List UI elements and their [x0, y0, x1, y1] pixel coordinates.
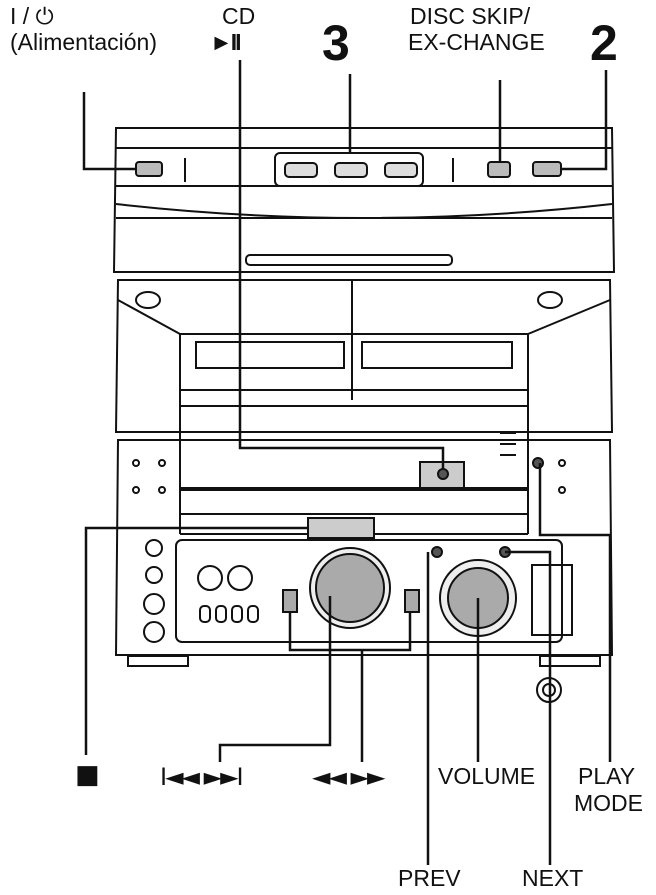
- callout-lines: [82, 60, 612, 865]
- amplifier-unit: [114, 406, 614, 703]
- prev-next-track-label: I◄◄ ►►I: [160, 763, 244, 791]
- disc-tray-button-1: [284, 162, 318, 178]
- power-symbol-label: I / ⏻: [10, 3, 54, 29]
- rewind-forward-label: ◄◄ ►►: [312, 763, 385, 791]
- step-2-marker: 2: [590, 15, 618, 71]
- cassette-deck-unit: [114, 279, 614, 433]
- power-button: [135, 161, 163, 177]
- cd-play-pause-dot: [437, 468, 449, 480]
- cd-changer-unit: [112, 127, 616, 273]
- prev-button: [431, 546, 443, 558]
- power-name-label: (Alimentación): [10, 29, 157, 55]
- disc-tray-button-2: [334, 162, 368, 178]
- rewind-button: [282, 589, 298, 613]
- stop-button: [307, 517, 375, 539]
- next-label: NEXT: [522, 865, 584, 891]
- cd-title-label: CD: [222, 3, 256, 29]
- ex-change-button: [532, 161, 562, 177]
- stop-label: ■: [75, 760, 100, 790]
- play-mode-label-line1: PLAY: [578, 763, 636, 789]
- volume-label: VOLUME: [438, 763, 536, 789]
- disc-tray-button-3: [384, 162, 418, 178]
- jog-dial-inner: [315, 553, 385, 623]
- forward-button: [404, 589, 420, 613]
- play-mode-button: [532, 457, 544, 469]
- disc-skip-label-line2: EX-CHANGE: [408, 29, 545, 55]
- step-3-marker: 3: [322, 15, 350, 71]
- disc-skip-button: [487, 161, 511, 178]
- disc-skip-label-line1: DISC SKIP/: [410, 3, 531, 29]
- prev-label: PREV: [398, 865, 461, 891]
- play-mode-label-line2: MODE: [574, 790, 643, 816]
- cd-play-pause-label: ►II: [210, 29, 242, 55]
